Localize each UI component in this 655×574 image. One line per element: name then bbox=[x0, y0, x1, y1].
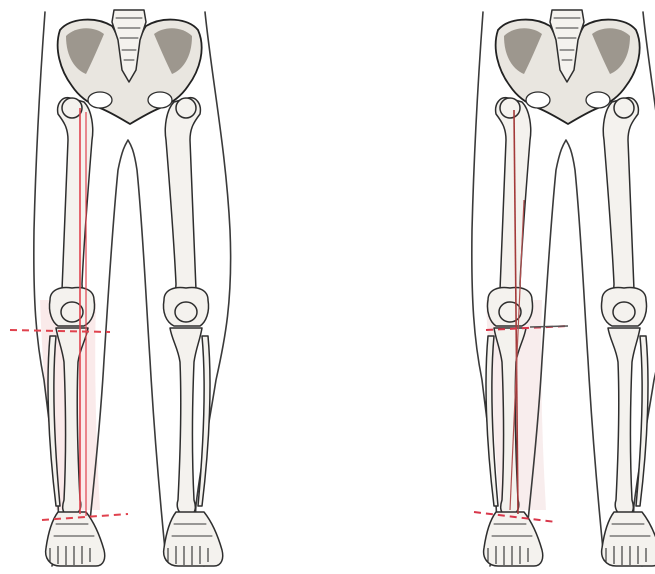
figure-right bbox=[472, 10, 655, 566]
figure-left bbox=[10, 10, 231, 566]
knee-joint-marker-right-gray bbox=[530, 326, 568, 327]
